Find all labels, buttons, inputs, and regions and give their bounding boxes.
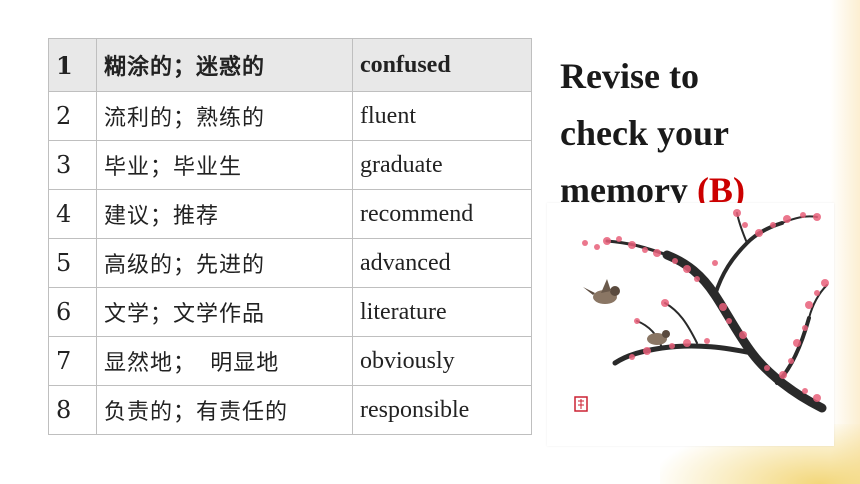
chinese-meaning: 流利的；熟练的 — [96, 91, 353, 141]
plum-blossom-illustration — [547, 203, 834, 446]
row-number: 8 — [48, 385, 97, 435]
chinese-meaning: 负责的；有责任的 — [96, 385, 353, 435]
sparrow-icon — [583, 279, 670, 345]
row-number: 3 — [48, 140, 97, 190]
row-number: 5 — [48, 238, 97, 288]
chinese-meaning: 糊涂的；迷惑的 — [96, 38, 353, 92]
chinese-meaning: 文学；文学作品 — [96, 287, 353, 337]
title-line-2: check your — [560, 113, 729, 153]
row-number: 2 — [48, 91, 97, 141]
row-number: 1 — [48, 38, 97, 92]
english-word: advanced — [352, 238, 532, 288]
chinese-meaning: 高级的；先进的 — [96, 238, 353, 288]
english-word: confused — [352, 38, 532, 92]
decorative-edge — [830, 0, 860, 484]
seal-stamp-icon — [574, 396, 588, 412]
row-number: 7 — [48, 336, 97, 386]
english-word: recommend — [352, 189, 532, 239]
english-word: fluent — [352, 91, 532, 141]
english-word: graduate — [352, 140, 532, 190]
plum-blossom-branch-icon — [574, 209, 829, 413]
english-word: obviously — [352, 336, 532, 386]
row-number: 6 — [48, 287, 97, 337]
english-word: literature — [352, 287, 532, 337]
chinese-meaning: 毕业；毕业生 — [96, 140, 353, 190]
title-line-1: Revise to — [560, 56, 699, 96]
slide-title: Revise to check your memory (B) — [560, 48, 745, 219]
chinese-meaning: 建议；推荐 — [96, 189, 353, 239]
english-word: responsible — [352, 385, 532, 435]
chinese-meaning: 显然地； 明显地 — [96, 336, 353, 386]
row-number: 4 — [48, 189, 97, 239]
